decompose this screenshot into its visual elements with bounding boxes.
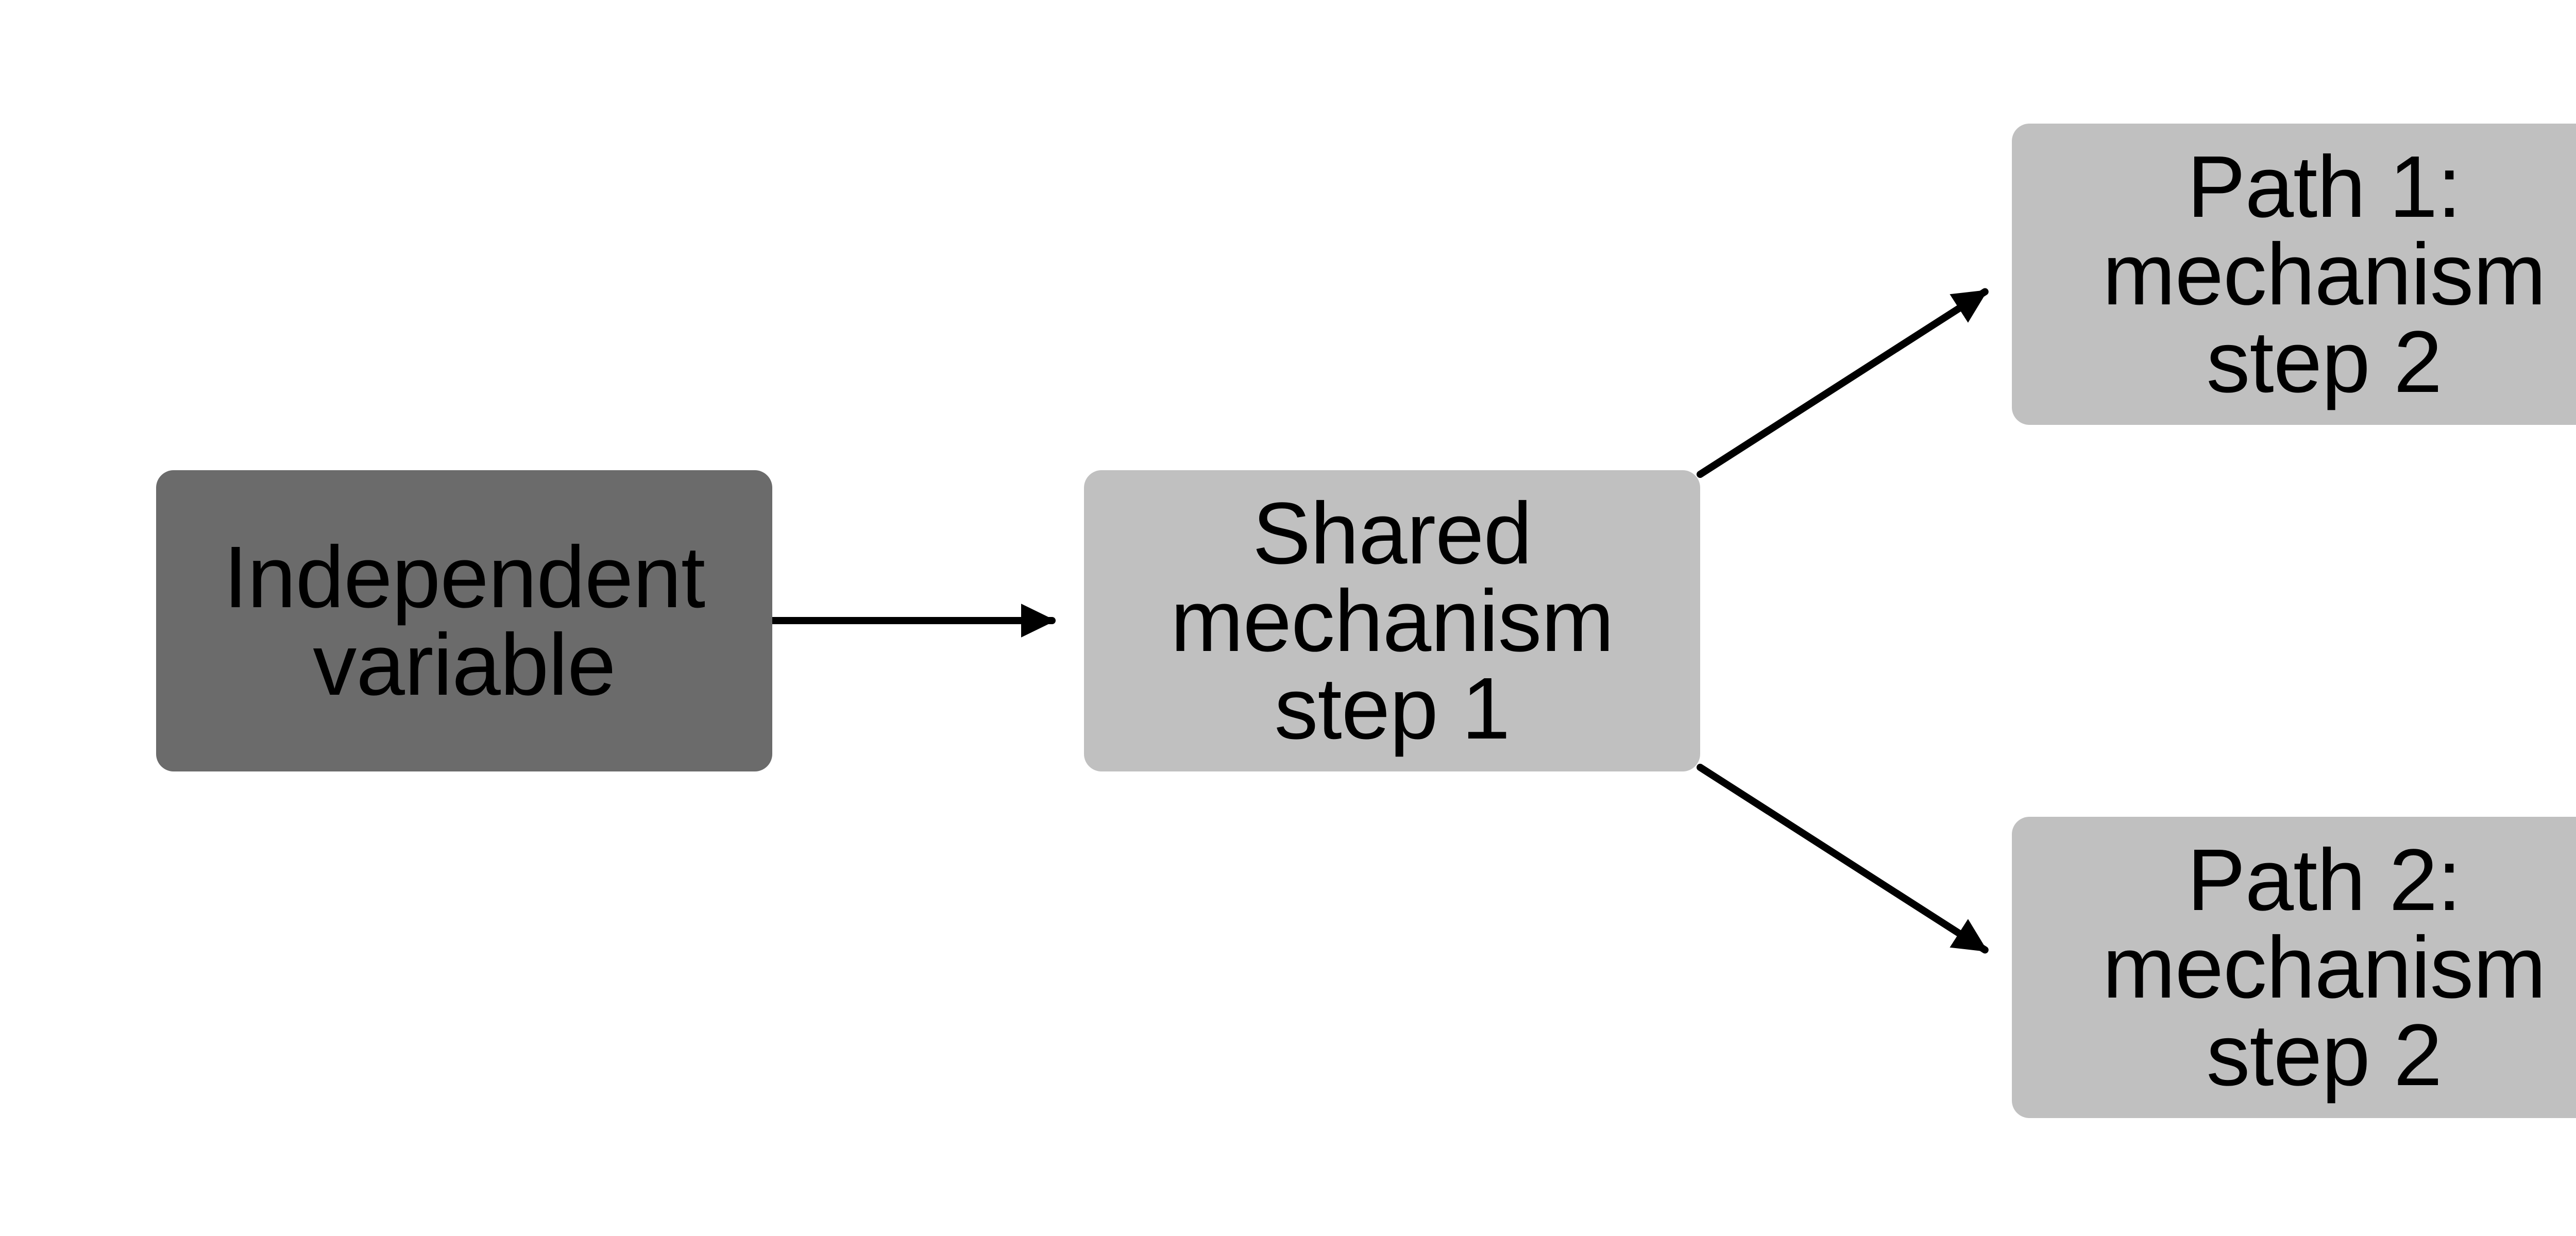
- node-independent-variable[interactable]: Independent variable: [156, 470, 772, 771]
- node-label-path-1-mechanism-step-2: Path 1: mechanism step 2: [2102, 138, 2546, 411]
- node-label-path-2-mechanism-step-2: Path 2: mechanism step 2: [2102, 831, 2546, 1104]
- node-path-2-mechanism-step-2[interactable]: Path 2: mechanism step 2: [2012, 817, 2576, 1118]
- node-shared-mechanism-step-1[interactable]: Shared mechanism step 1: [1084, 470, 1700, 771]
- edge-shared-to-path-2: [1697, 764, 1989, 954]
- edge-shared-to-path-1: [1697, 288, 1989, 478]
- node-label-shared-mechanism-step-1: Shared mechanism step 1: [1170, 484, 1614, 758]
- node-label-independent-variable: Independent variable: [223, 528, 705, 714]
- node-path-1-mechanism-step-2[interactable]: Path 1: mechanism step 2: [2012, 124, 2576, 425]
